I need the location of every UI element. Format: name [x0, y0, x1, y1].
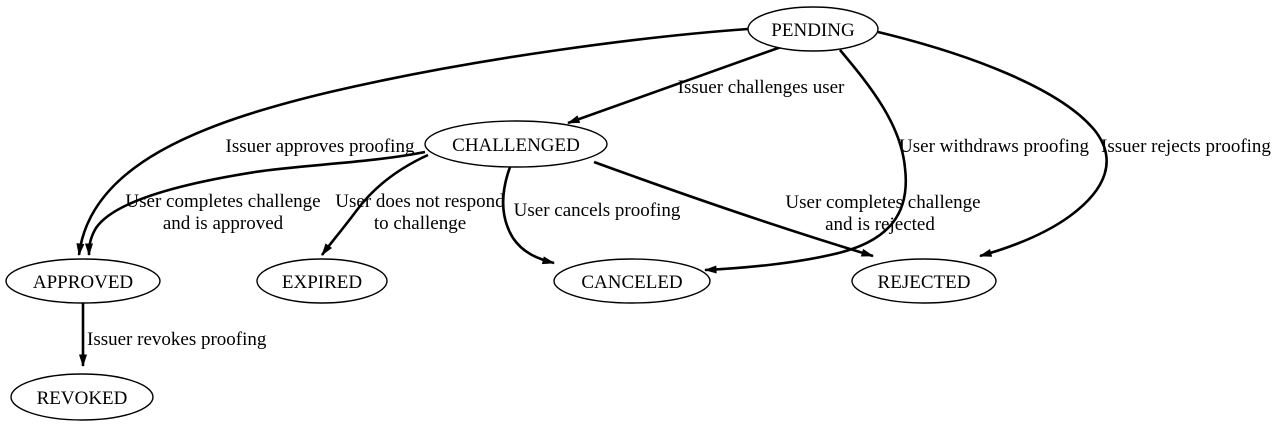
edge-labels: Issuer challenges user Issuer approves p… [87, 77, 1271, 350]
state-node-canceled: CANCELED [553, 258, 711, 304]
state-node-rejected-label: REJECTED [878, 272, 971, 293]
edge-challenged-rejected [593, 160, 874, 258]
edge-label-user-completes-challenge-rejected-line2: and is rejected [825, 214, 935, 235]
edge-challenged-approved [85, 150, 426, 256]
state-node-challenged-label: CHALLENGED [452, 135, 580, 156]
state-node-pending-ellipse [747, 6, 879, 52]
state-node-approved: APPROVED [5, 258, 161, 304]
edge-label-issuer-challenges-user: Issuer challenges user [678, 77, 845, 98]
state-node-canceled-ellipse [553, 258, 711, 304]
state-node-expired: EXPIRED [256, 258, 388, 304]
state-node-revoked-ellipse [10, 373, 154, 421]
edge-label-user-completes-challenge-approved-line1: User completes challenge [125, 191, 320, 212]
state-node-pending-label: PENDING [771, 20, 855, 41]
edge-label-user-does-not-respond-line2: to challenge [374, 213, 466, 234]
state-node-canceled-label: CANCELED [581, 272, 682, 293]
edge-label-issuer-rejects-proofing: Issuer rejects proofing [1101, 136, 1271, 157]
edge-label-user-withdraws-proofing: User withdraws proofing [899, 136, 1089, 157]
edge-label-issuer-approves-proofing: Issuer approves proofing [226, 136, 415, 157]
edge-pending-canceled [704, 49, 908, 274]
state-node-expired-label: EXPIRED [282, 272, 362, 293]
edge-pending-approved [76, 27, 749, 256]
state-node-revoked: REVOKED [10, 373, 154, 421]
state-node-rejected: REJECTED [851, 258, 997, 304]
edge-label-user-does-not-respond-line1: User does not respond [335, 191, 505, 212]
state-node-challenged-ellipse [424, 120, 608, 168]
state-node-rejected-ellipse [851, 258, 997, 304]
state-node-expired-ellipse [256, 258, 388, 304]
state-node-revoked-label: REVOKED [37, 388, 128, 409]
edge-pending-challenged [567, 45, 782, 125]
edges [76, 27, 1108, 367]
edge-label-user-completes-challenge-approved-line2: and is approved [163, 213, 284, 234]
edge-pending-rejected [877, 30, 1108, 258]
edge-challenged-expired [320, 153, 429, 256]
state-node-approved-ellipse [5, 258, 161, 304]
edge-challenged-canceled [501, 166, 555, 265]
edge-label-issuer-revokes-proofing: Issuer revokes proofing [87, 329, 267, 350]
edge-label-user-completes-challenge-rejected-line1: User completes challenge [785, 192, 980, 213]
state-node-approved-label: APPROVED [33, 272, 133, 293]
state-node-pending: PENDING [747, 6, 879, 52]
state-node-challenged: CHALLENGED [424, 120, 608, 168]
nodes: PENDING CHALLENGED APPROVED EXPIRED CANC… [5, 6, 997, 421]
edge-label-user-cancels-proofing: User cancels proofing [514, 200, 681, 221]
